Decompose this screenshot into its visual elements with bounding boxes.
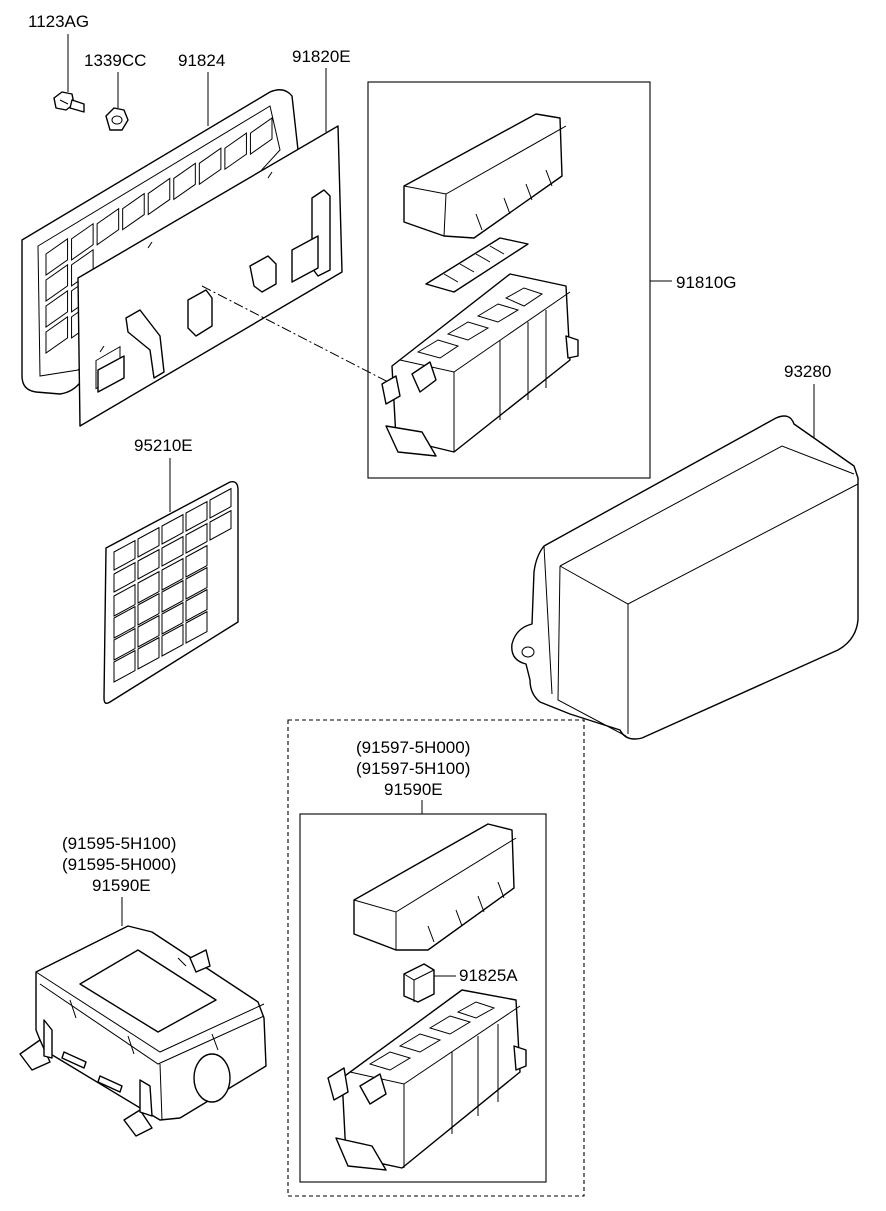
- frame-window: [173, 162, 196, 201]
- frame-window: [96, 207, 120, 246]
- label-91810g: 91810G: [676, 273, 737, 292]
- label-95210e: 95210E: [134, 436, 193, 455]
- label-91597-5h000: (91597-5H000): [356, 738, 470, 757]
- cover-frame-grid: [45, 117, 273, 354]
- label-cell: [161, 579, 184, 613]
- label-sheet-grid: [113, 487, 232, 683]
- label-cell: [209, 509, 232, 541]
- label-cell: [137, 526, 160, 558]
- label-cell: [137, 614, 160, 648]
- label-91825a: 91825A: [459, 966, 518, 985]
- label-cell: [161, 535, 184, 567]
- label-cell: [113, 605, 136, 639]
- label-cell: [113, 627, 136, 661]
- label-91595-5h100: (91595-5H100): [62, 834, 176, 853]
- label-cell: [185, 500, 208, 532]
- frame-window: [249, 117, 273, 156]
- label-cell: [137, 592, 160, 626]
- label-cell: [113, 583, 136, 617]
- frame-window: [122, 192, 145, 231]
- label-cell: [185, 544, 208, 578]
- label-cell: [113, 539, 136, 571]
- assy-b-inner-frame: [299, 813, 547, 1183]
- nut-icon: [105, 107, 129, 131]
- frame-window: [45, 237, 69, 276]
- assy-b-dashed-frame: [287, 719, 585, 1197]
- bolt-icon: [53, 91, 85, 113]
- frame-window: [147, 177, 171, 216]
- label-cell: [209, 487, 232, 519]
- label-cell: [161, 557, 184, 591]
- label-cell: [185, 566, 208, 600]
- junction-box-assy-a: [19, 925, 267, 1137]
- frame-window: [45, 263, 69, 302]
- label-cell: [185, 610, 208, 644]
- label-91820e: 91820E: [292, 47, 351, 66]
- junction-box-assy-b: [327, 823, 527, 1171]
- label-91597-5h100: (91597-5H100): [356, 759, 470, 778]
- label-sheet-95210e: [103, 480, 239, 705]
- label-93280: 93280: [784, 362, 831, 381]
- label-cell: [161, 623, 184, 657]
- frame-window: [224, 132, 247, 171]
- leader-lines: [67, 34, 815, 977]
- label-cell: [137, 548, 160, 580]
- label-cell: [161, 601, 184, 635]
- frame-window: [71, 222, 94, 261]
- label-cell: [113, 649, 136, 683]
- frame-window: [45, 315, 69, 354]
- label-1339cc: 1339CC: [84, 51, 146, 70]
- label-cell: [161, 513, 184, 545]
- label-cell: [185, 522, 208, 554]
- label-91824: 91824: [178, 51, 225, 70]
- label-1123ag: 1123AG: [28, 12, 89, 31]
- label-cell: [137, 636, 160, 670]
- label-cell: [185, 588, 208, 622]
- label-91595-5h000: (91595-5H000): [62, 855, 176, 874]
- box-cover-93280: [511, 415, 859, 740]
- label-91590e-a: 91590E: [92, 876, 151, 895]
- relay-box-91810g: [381, 113, 579, 457]
- relay-box-frame: [367, 81, 651, 479]
- frame-window: [45, 289, 69, 328]
- frame-window: [198, 147, 222, 186]
- label-91590e-b: 91590E: [384, 780, 443, 799]
- label-cell: [137, 570, 160, 604]
- mount-plate-91820e: [77, 125, 343, 427]
- label-cell: [113, 561, 136, 593]
